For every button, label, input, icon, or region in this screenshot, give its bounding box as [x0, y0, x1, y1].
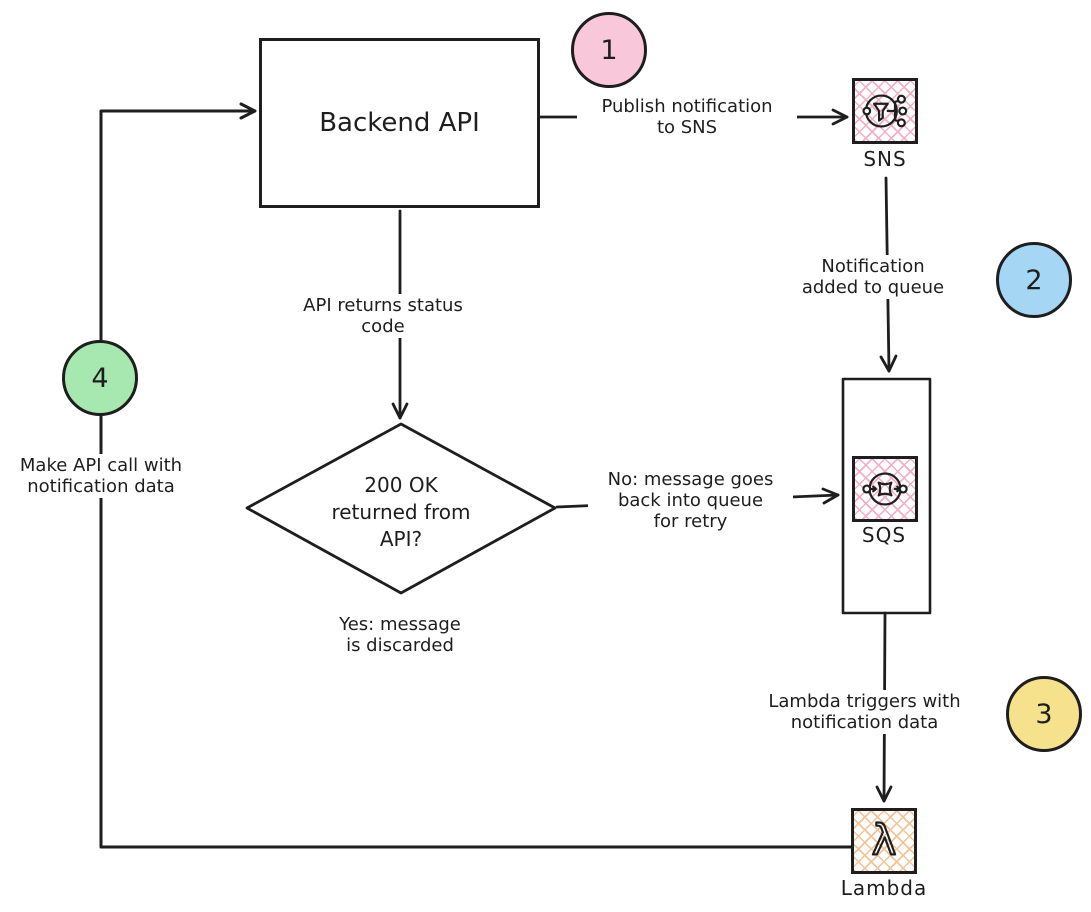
lambda-icon: λ	[871, 815, 898, 866]
decision-label: 200 OK returned from API?	[331, 473, 471, 551]
sns-icon	[862, 94, 908, 128]
step-circle-1: 1	[571, 12, 647, 88]
sns-caption: SNS	[863, 147, 907, 171]
sqs-caption: SQS	[861, 523, 907, 547]
svg-text:λ: λ	[872, 816, 897, 865]
step-1-number: 1	[600, 34, 618, 66]
edge-yes-discard-label: Yes: message is discarded	[339, 614, 461, 656]
lambda-node: λ	[851, 808, 917, 874]
decision-diamond	[245, 422, 557, 595]
sqs-node	[852, 456, 918, 522]
edge-publish-label: Publish notification to SNS	[577, 95, 797, 139]
backend-api-node: Backend API	[259, 38, 540, 208]
sqs-queue-container	[841, 377, 932, 615]
step-2-number: 2	[1025, 264, 1043, 296]
sns-node	[852, 78, 918, 144]
edge-make-api-call-label: Make API call with notification data	[3, 454, 199, 498]
step-circle-4: 4	[62, 340, 138, 416]
step-circle-2: 2	[996, 242, 1072, 318]
step-circle-3: 3	[1006, 676, 1082, 752]
edge-lambda-trigger-label: Lambda triggers with notification data	[752, 690, 977, 734]
lambda-caption: Lambda	[840, 876, 928, 900]
edge-notification-queue-label: Notification added to queue	[779, 255, 967, 299]
backend-api-label: Backend API	[319, 108, 480, 138]
step-3-number: 3	[1035, 698, 1053, 730]
step-4-number: 4	[91, 362, 109, 394]
edge-api-status-label: API returns status code	[278, 294, 488, 338]
sqs-icon	[862, 472, 908, 506]
edge-no-retry-label: No: message goes back into queue for ret…	[588, 468, 793, 533]
